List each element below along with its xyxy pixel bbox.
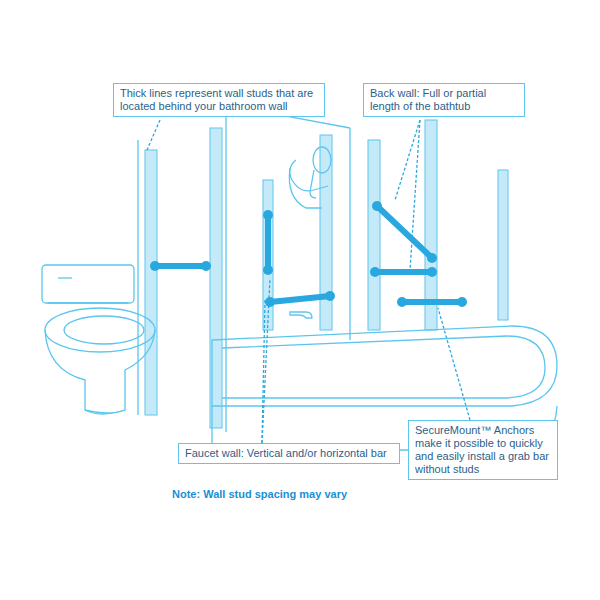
note-text: Note: Wall stud spacing may vary [172,488,347,500]
callout-box: Back wall: Full or partial length of the… [363,83,525,117]
callout-text: Faucet wall: Vertical and/or horizontal … [185,447,393,460]
callout-box: SecureMount™ Anchors make it possible to… [408,420,558,480]
callout-text: Thick lines represent wall studs that ar… [120,87,318,113]
callout-box: Thick lines represent wall studs that ar… [113,83,325,117]
callout-box: Faucet wall: Vertical and/or horizontal … [178,443,400,464]
callout-text: SecureMount™ Anchors make it possible to… [415,424,551,476]
callout-text: Back wall: Full or partial length of the… [370,87,518,113]
